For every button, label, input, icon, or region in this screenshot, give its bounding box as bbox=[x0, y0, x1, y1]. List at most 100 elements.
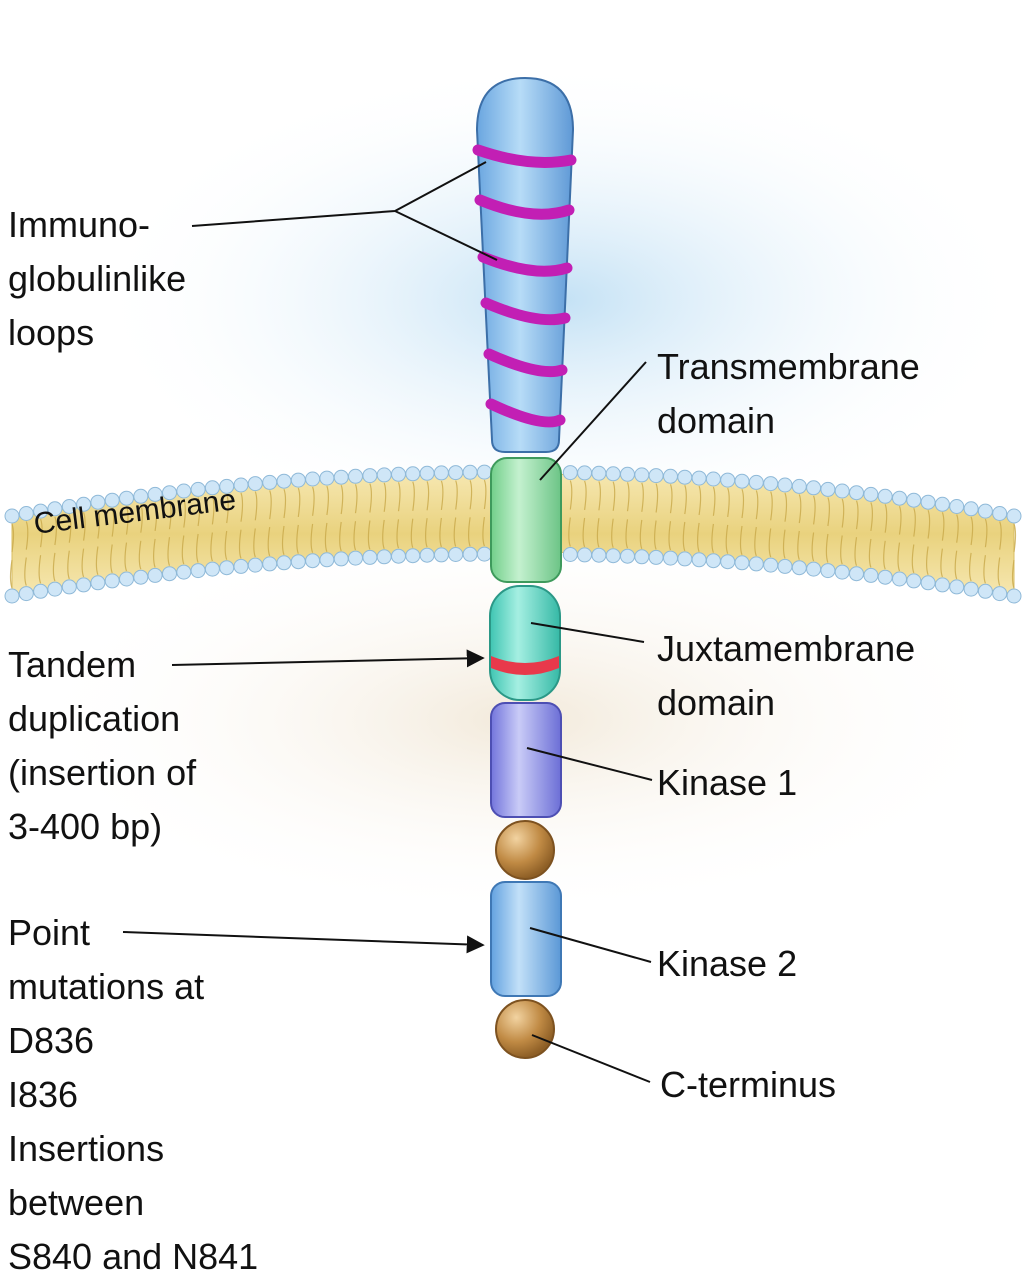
lipid-head bbox=[348, 468, 363, 484]
lipid-head bbox=[276, 473, 292, 489]
ig-loop-bands bbox=[472, 144, 577, 428]
lipid-tail bbox=[410, 481, 415, 548]
lipid-tail bbox=[668, 484, 673, 551]
lipid-head bbox=[1006, 588, 1022, 604]
lipid-head bbox=[777, 558, 793, 574]
lipid-head bbox=[76, 496, 92, 512]
lipid-head bbox=[176, 564, 192, 580]
lipid-tail bbox=[697, 485, 702, 553]
lipid-head bbox=[376, 467, 392, 483]
lipid-tail bbox=[1011, 523, 1017, 589]
kinase-2-label: Kinase 2 bbox=[657, 943, 798, 984]
lipid-tail bbox=[81, 512, 86, 578]
lipid-tail bbox=[453, 480, 458, 547]
ig-loops-label: Immuno- globulinlike loops bbox=[8, 204, 187, 353]
lipid-head bbox=[362, 549, 378, 565]
lipid-tail bbox=[654, 483, 659, 550]
lipid-head bbox=[648, 549, 664, 565]
lipid-tail bbox=[911, 507, 916, 574]
lipid-head bbox=[4, 508, 20, 524]
lipid-head bbox=[663, 550, 678, 566]
lipid-head bbox=[992, 586, 1008, 602]
lipid-head bbox=[18, 506, 34, 521]
lipid-head bbox=[963, 501, 979, 517]
lipid-head bbox=[605, 548, 621, 564]
lipid-tail bbox=[124, 505, 129, 572]
lipid-tail bbox=[110, 507, 115, 574]
lipid-tail bbox=[138, 504, 143, 570]
lipid-head bbox=[763, 557, 779, 573]
lipid-head bbox=[577, 465, 593, 481]
lipid-head bbox=[677, 551, 693, 567]
lipid-head bbox=[691, 470, 707, 486]
lipid-head bbox=[777, 477, 793, 493]
lipid-tail bbox=[196, 497, 201, 563]
lipid-head bbox=[247, 557, 263, 573]
lipid-tail bbox=[954, 514, 959, 580]
lipid-tail bbox=[67, 514, 72, 580]
lipid-head bbox=[61, 579, 77, 595]
lipid-head bbox=[705, 553, 721, 569]
lipid-head bbox=[262, 474, 278, 490]
lipid-head bbox=[162, 566, 177, 582]
lipid-head bbox=[348, 550, 363, 566]
juxtamembrane-leader bbox=[530, 622, 645, 643]
lipid-head bbox=[276, 555, 292, 571]
lipid-head bbox=[863, 567, 879, 583]
lipid-head bbox=[419, 547, 435, 563]
c-terminus-label: C-terminus bbox=[660, 1064, 837, 1105]
lipid-tail bbox=[897, 505, 902, 572]
lipid-tail bbox=[883, 504, 888, 570]
lipid-tail bbox=[797, 494, 802, 560]
lipid-tail bbox=[238, 492, 244, 559]
lipid-head bbox=[791, 560, 807, 576]
lipid-tail bbox=[181, 498, 186, 565]
lipid-tail bbox=[969, 516, 974, 582]
lipid-head bbox=[834, 564, 850, 580]
kinase-1-label: Kinase 1 bbox=[657, 762, 798, 803]
lipid-tail bbox=[425, 481, 430, 548]
lipid-head bbox=[391, 548, 406, 564]
lipid-head bbox=[634, 549, 650, 565]
lipid-tail bbox=[568, 480, 573, 547]
lipid-tail bbox=[339, 484, 344, 552]
lipid-tail bbox=[611, 481, 616, 548]
lipid-head bbox=[462, 546, 478, 562]
lipid-head bbox=[705, 471, 721, 487]
lipid-head bbox=[806, 480, 822, 496]
lipid-head bbox=[433, 465, 449, 481]
lipid-head bbox=[562, 465, 578, 481]
lipid-head bbox=[648, 468, 664, 484]
lipid-head bbox=[290, 472, 306, 488]
lipid-tail bbox=[210, 495, 215, 562]
lipid-tail bbox=[38, 518, 43, 584]
lipid-head bbox=[920, 575, 936, 591]
lipid-head bbox=[591, 465, 607, 481]
transmembrane-leader bbox=[539, 361, 647, 481]
tandem-duplication-label: Tandem duplication (insertion of 3-400 b… bbox=[8, 644, 197, 847]
lipid-head bbox=[33, 583, 49, 599]
lipid-tail bbox=[224, 494, 229, 560]
lipid-head bbox=[247, 476, 263, 492]
lipid-tail bbox=[825, 497, 830, 563]
lipid-head bbox=[605, 466, 621, 482]
lipid-head bbox=[949, 499, 965, 514]
lipid-head bbox=[104, 573, 120, 589]
lipid-head bbox=[204, 561, 220, 577]
lipid-head bbox=[906, 492, 922, 508]
lipid-tail bbox=[439, 480, 444, 548]
lipid-tail bbox=[253, 491, 258, 558]
lipid-head bbox=[4, 588, 20, 604]
lipid-head bbox=[448, 465, 464, 481]
lipid-head bbox=[748, 474, 764, 490]
transmembrane-label: Transmembrane domain bbox=[657, 346, 920, 441]
c-terminus-leader bbox=[531, 1034, 651, 1083]
lipid-tail bbox=[725, 487, 730, 554]
lipid-head bbox=[333, 469, 349, 485]
lipid-head bbox=[920, 494, 936, 510]
lipid-tail bbox=[940, 512, 945, 578]
lipid-tail bbox=[682, 484, 687, 552]
lipid-head bbox=[820, 481, 836, 497]
juxtamembrane-domain bbox=[489, 585, 561, 701]
